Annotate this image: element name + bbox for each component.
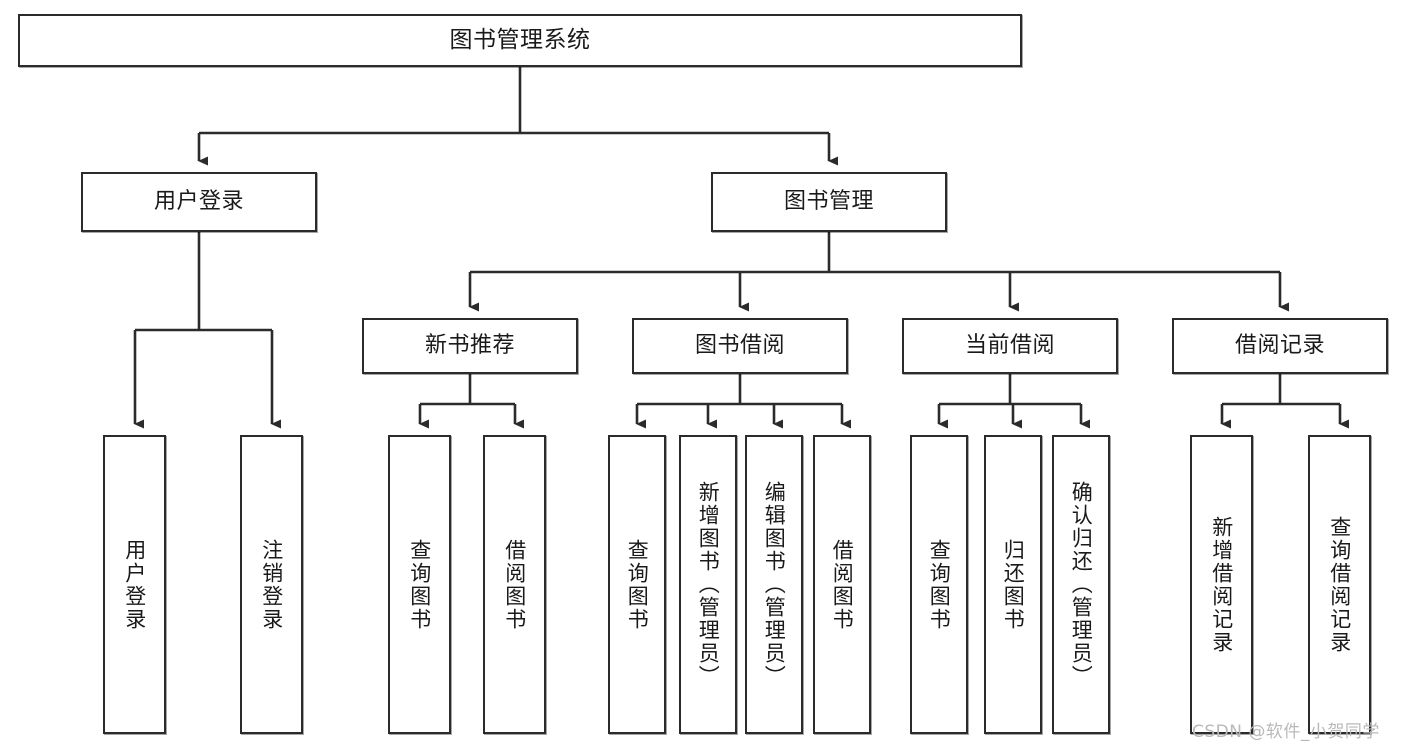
node-label: 借阅图书 <box>830 538 855 631</box>
node-leaf-rec-search: 查询借阅记录 <box>1308 435 1371 734</box>
node-leaf-borrow-add: 新增图书（管理员） <box>679 435 737 734</box>
node-label: 新增图书（管理员） <box>696 481 721 688</box>
node-book-manage: 图书管理 <box>711 172 947 232</box>
node-label: 注销登录 <box>259 538 284 631</box>
node-label: 查询图书 <box>625 538 650 631</box>
node-label: 查询图书 <box>407 538 432 631</box>
node-leaf-cur-confirm: 确认归还（管理员） <box>1052 435 1110 734</box>
node-label: 确认归还（管理员） <box>1069 481 1094 688</box>
node-label: 用户登录 <box>122 538 147 631</box>
node-leaf-cur-return: 归还图书 <box>984 435 1042 734</box>
node-leaf-rec-borrow: 借阅图书 <box>483 435 546 734</box>
node-label: 借阅图书 <box>502 538 527 631</box>
node-label: 编辑图书（管理员） <box>762 481 787 688</box>
node-label: 归还图书 <box>1001 538 1026 631</box>
csdn-watermark: CSDN @软件_小贺同学 <box>1192 722 1380 742</box>
node-book-borrow: 图书借阅 <box>632 318 848 374</box>
node-new-book-rec: 新书推荐 <box>362 318 578 374</box>
node-leaf-rec-query: 查询图书 <box>388 435 451 734</box>
node-label: 用户登录 <box>153 188 244 214</box>
node-label: 借阅记录 <box>1234 332 1325 358</box>
node-root: 图书管理系统 <box>18 14 1022 67</box>
node-leaf-rec-add: 新增借阅记录 <box>1190 435 1253 734</box>
node-label: 新增借阅记录 <box>1209 515 1234 654</box>
node-leaf-user-logout: 注销登录 <box>240 435 303 734</box>
node-current-borrow: 当前借阅 <box>902 318 1118 374</box>
node-label: 查询借阅记录 <box>1327 515 1352 654</box>
node-leaf-borrow-query: 查询图书 <box>608 435 666 734</box>
node-leaf-user-login: 用户登录 <box>103 435 166 734</box>
node-leaf-borrow-lend: 借阅图书 <box>813 435 871 734</box>
node-label: 当前借阅 <box>964 332 1055 358</box>
node-label: 查询图书 <box>927 538 952 631</box>
node-leaf-borrow-edit: 编辑图书（管理员） <box>745 435 803 734</box>
node-user-login: 用户登录 <box>81 172 317 232</box>
node-label: 图书借阅 <box>694 332 785 358</box>
node-label: 新书推荐 <box>424 332 515 358</box>
node-borrow-record: 借阅记录 <box>1172 318 1388 374</box>
node-label: 图书管理 <box>783 188 874 214</box>
node-leaf-cur-query: 查询图书 <box>910 435 968 734</box>
node-label: 图书管理系统 <box>449 26 591 53</box>
